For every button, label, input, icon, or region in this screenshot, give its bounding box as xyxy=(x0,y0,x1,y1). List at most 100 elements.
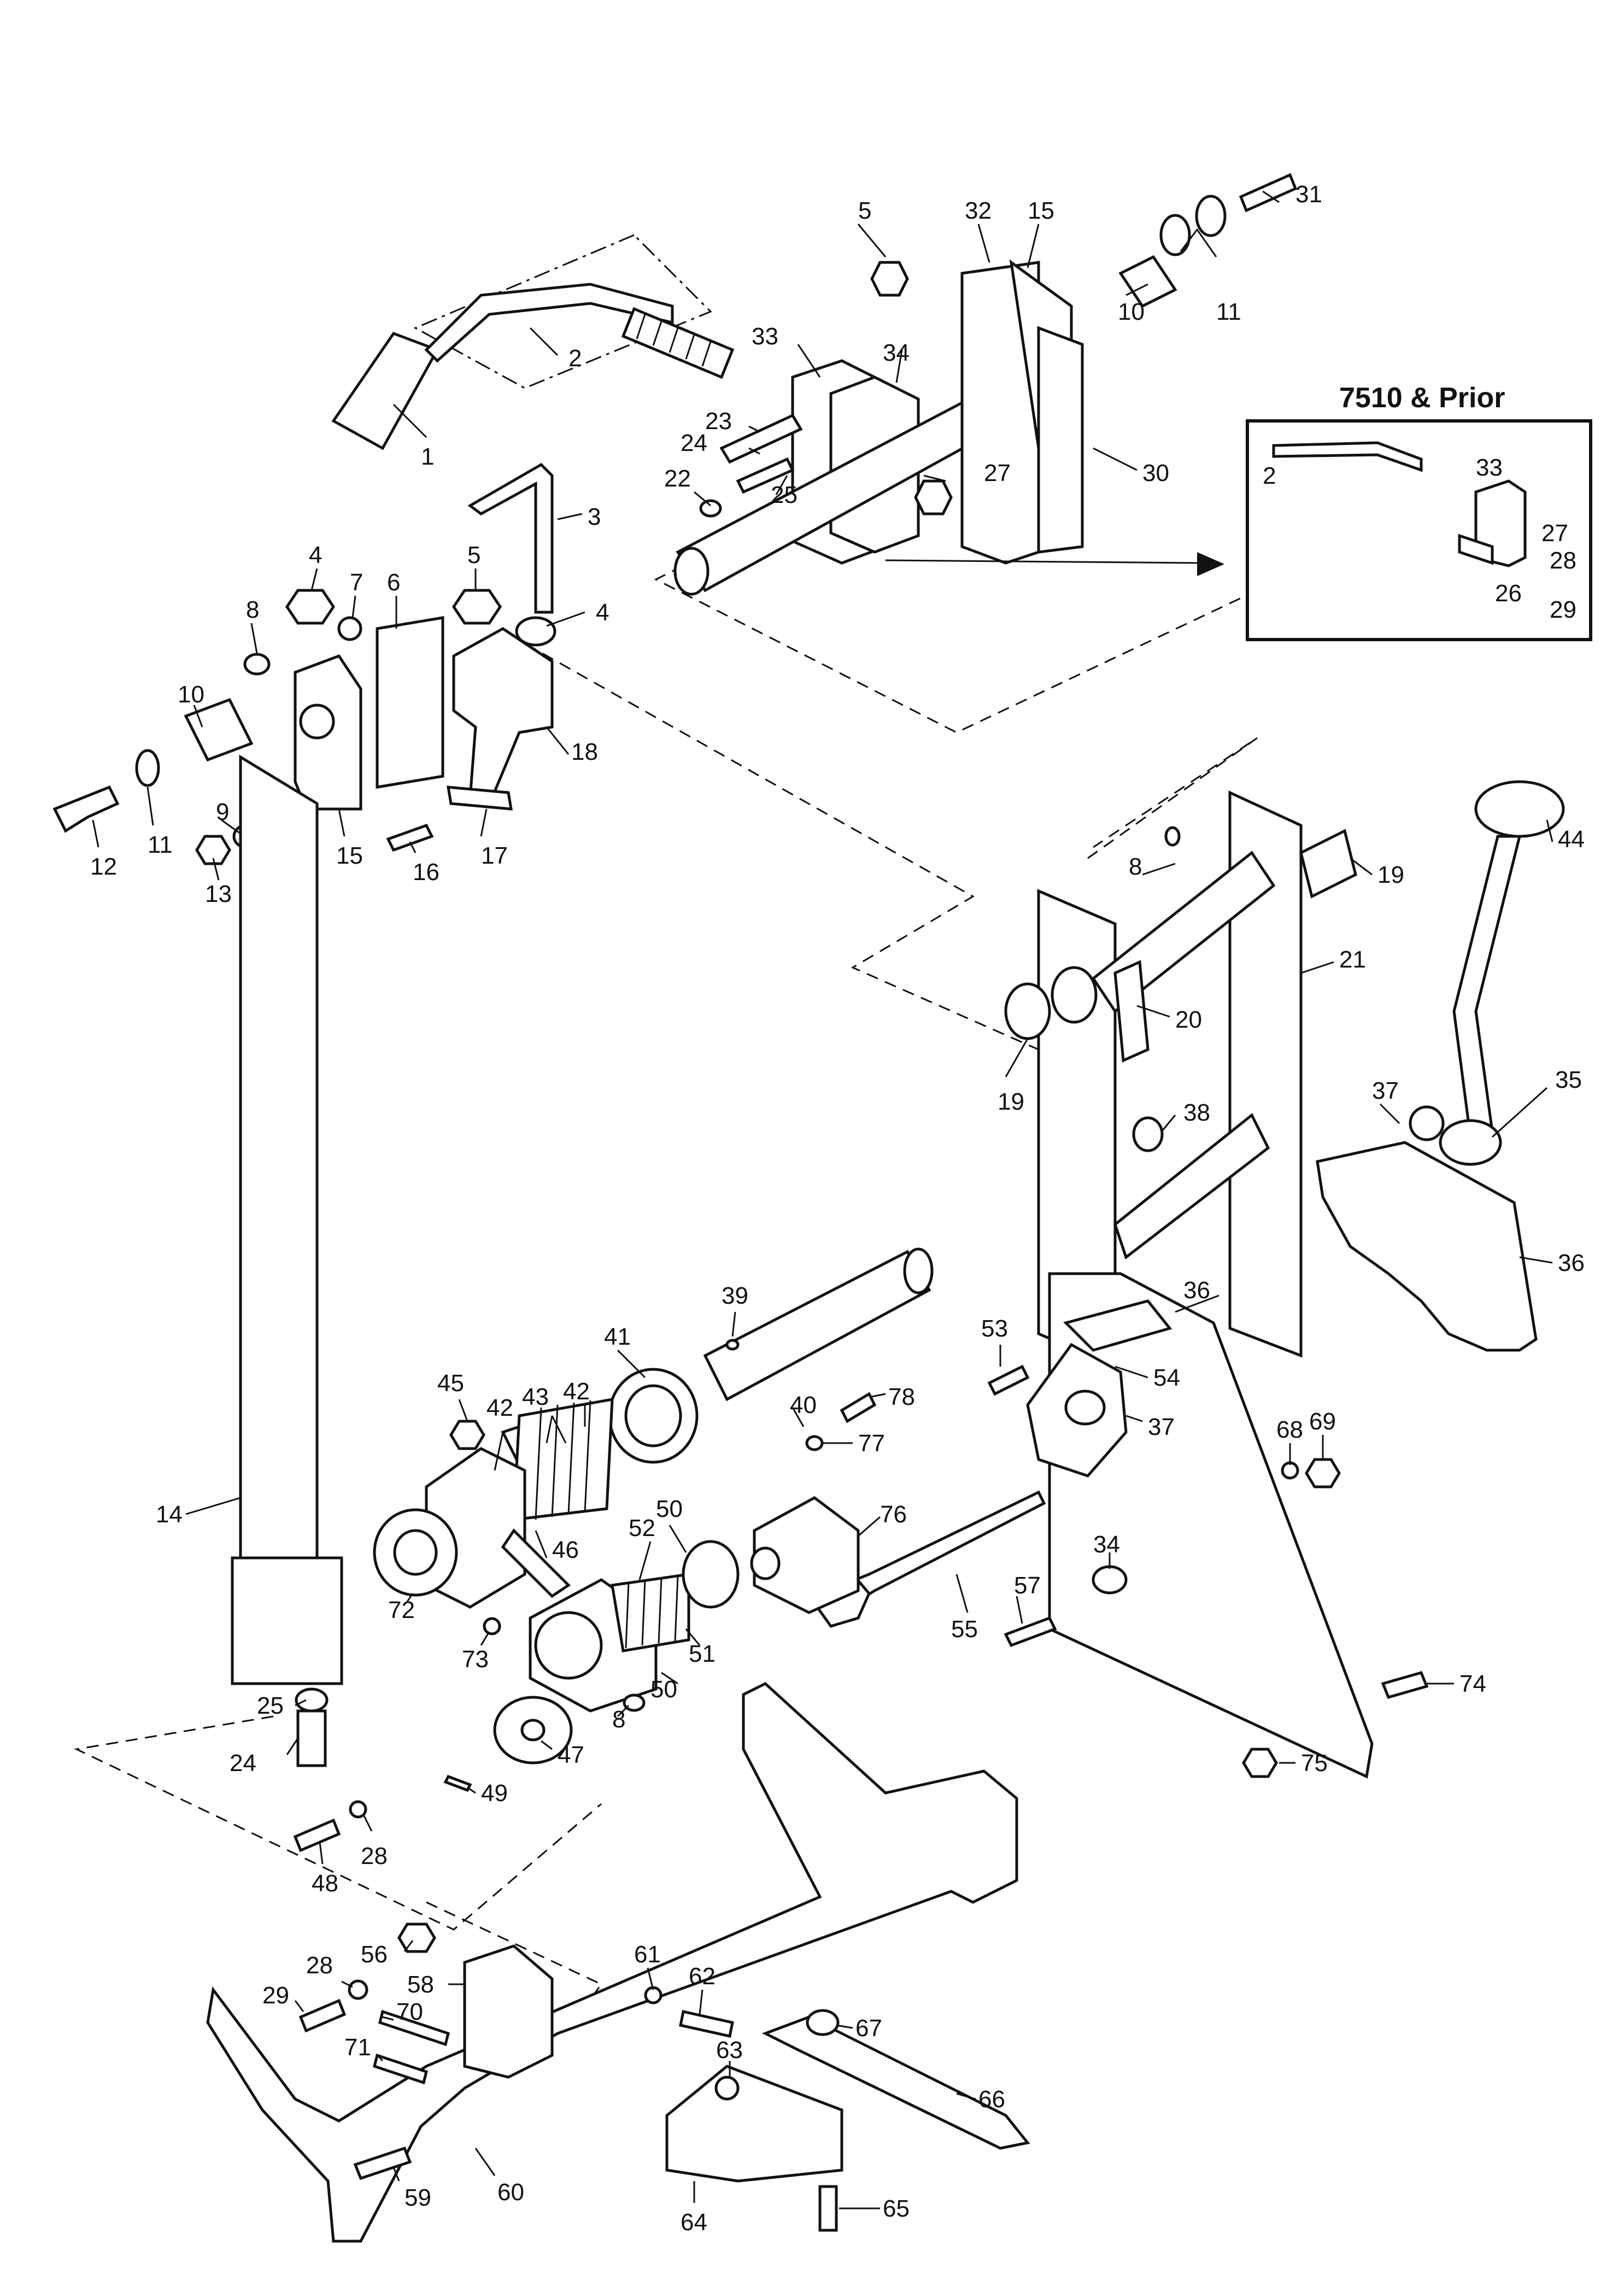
inset-label-27: 27 xyxy=(1541,520,1568,547)
rod-14 xyxy=(239,754,319,1592)
label-25a: 25 xyxy=(771,482,798,508)
collar-bore xyxy=(534,1611,603,1680)
label-10b: 10 xyxy=(1118,298,1145,325)
outline-bracket-link xyxy=(508,633,1039,1051)
inset-7510-prior: 7510 & Prior xyxy=(1246,382,1592,641)
inset-label-28: 28 xyxy=(1550,547,1576,574)
label-43: 43 xyxy=(522,1384,549,1410)
coupler-76-bore xyxy=(750,1546,781,1580)
label-18: 18 xyxy=(571,738,598,765)
clutch-plates-43 xyxy=(512,1397,614,1521)
label-48: 48 xyxy=(312,1870,338,1897)
label-34b: 34 xyxy=(1093,1531,1120,1558)
bolt-29 xyxy=(298,1998,347,2033)
cotter-22 xyxy=(699,499,722,518)
label-62: 62 xyxy=(689,1963,716,1990)
link-46 xyxy=(501,1528,571,1598)
label-25b: 25 xyxy=(257,1692,284,1719)
outline-upper-linkage xyxy=(654,442,1258,734)
washer-61 xyxy=(644,1986,663,2004)
nut-5 xyxy=(870,261,909,297)
label-66: 66 xyxy=(978,2086,1005,2113)
label-74: 74 xyxy=(1459,1670,1486,1697)
grease-fitting-20 xyxy=(1113,960,1150,1063)
label-5b: 5 xyxy=(467,542,480,568)
disc-47-hub xyxy=(520,1719,546,1742)
nut-63 xyxy=(714,2076,740,2101)
threaded-rod-end xyxy=(621,307,735,379)
pivot-hole xyxy=(1064,1390,1106,1426)
bolt-24b xyxy=(296,1709,327,1767)
label-2: 2 xyxy=(568,345,582,372)
spacer-34b xyxy=(1092,1565,1128,1595)
label-49: 49 xyxy=(481,1780,508,1807)
bushing-19a xyxy=(1004,982,1051,1040)
nut-69 xyxy=(1305,1458,1341,1488)
label-39: 39 xyxy=(722,1282,748,1309)
label-32: 32 xyxy=(965,197,992,224)
washer-11b xyxy=(1195,195,1227,237)
washer-11a xyxy=(1159,214,1191,256)
label-67: 67 xyxy=(855,2015,882,2042)
label-19b: 19 xyxy=(998,1088,1024,1115)
washer-68 xyxy=(1281,1461,1299,1480)
label-64: 64 xyxy=(681,2209,707,2236)
inset-rod xyxy=(1272,441,1423,472)
label-36a: 36 xyxy=(1183,1277,1210,1304)
bracket-64 xyxy=(665,2065,843,2183)
washer-77 xyxy=(805,1435,824,1451)
quadrant-36 xyxy=(1316,1141,1538,1352)
bolt-62 xyxy=(679,2010,734,2038)
label-45: 45 xyxy=(437,1370,464,1397)
spacer-10 xyxy=(1118,255,1177,308)
shift-handle-grip xyxy=(331,331,439,450)
label-55: 55 xyxy=(951,1616,978,1643)
hook-rod-3 xyxy=(467,462,554,614)
bolt-48 xyxy=(293,1818,341,1853)
label-38: 38 xyxy=(1183,1099,1210,1126)
label-22: 22 xyxy=(664,465,691,492)
shaft-40-end xyxy=(903,1247,934,1294)
vertical-rod-14 xyxy=(231,754,343,1767)
pin-71 xyxy=(373,2053,428,2085)
bolt-17 xyxy=(447,786,513,811)
bolt-53 xyxy=(987,1364,1030,1396)
left-linkage xyxy=(52,462,556,865)
cross-shaft-end xyxy=(673,547,710,596)
shaft-40 xyxy=(703,1250,931,1402)
label-10a: 10 xyxy=(178,681,204,708)
bracket-30 xyxy=(1037,326,1084,554)
label-1: 1 xyxy=(421,443,434,470)
label-54: 54 xyxy=(1153,1364,1180,1391)
fitting-45 xyxy=(449,1420,485,1450)
bushing-19c xyxy=(1299,829,1357,899)
bolt-24 xyxy=(736,457,795,494)
label-71: 71 xyxy=(344,2034,371,2061)
rod-14-base xyxy=(231,1556,343,1685)
setscrew-78 xyxy=(840,1392,877,1423)
label-5a: 5 xyxy=(858,197,871,224)
label-8c: 8 xyxy=(612,1706,625,1733)
label-24a: 24 xyxy=(681,430,707,456)
label-41: 41 xyxy=(604,1323,631,1350)
bearing-hole xyxy=(299,704,335,740)
inset-label-33: 33 xyxy=(1476,454,1503,481)
label-37a: 37 xyxy=(1372,1077,1399,1104)
coupler-76 xyxy=(753,1496,860,1614)
label-17: 17 xyxy=(481,842,508,869)
label-50a: 50 xyxy=(656,1496,683,1522)
spacer-10b xyxy=(184,697,254,762)
label-72: 72 xyxy=(388,1597,415,1623)
label-56: 56 xyxy=(361,1941,388,1968)
label-69: 69 xyxy=(1309,1408,1336,1435)
arrow-to-inset xyxy=(1197,552,1224,576)
bolt-57 xyxy=(1004,1616,1057,1648)
label-16: 16 xyxy=(413,859,439,886)
pin-70 xyxy=(378,2009,450,2047)
label-15b: 15 xyxy=(336,842,363,869)
label-8a: 8 xyxy=(246,596,259,623)
label-75: 75 xyxy=(1301,1750,1328,1777)
label-65: 65 xyxy=(883,2195,910,2222)
inset-block xyxy=(1458,534,1494,565)
inset-label-29: 29 xyxy=(1550,596,1576,623)
